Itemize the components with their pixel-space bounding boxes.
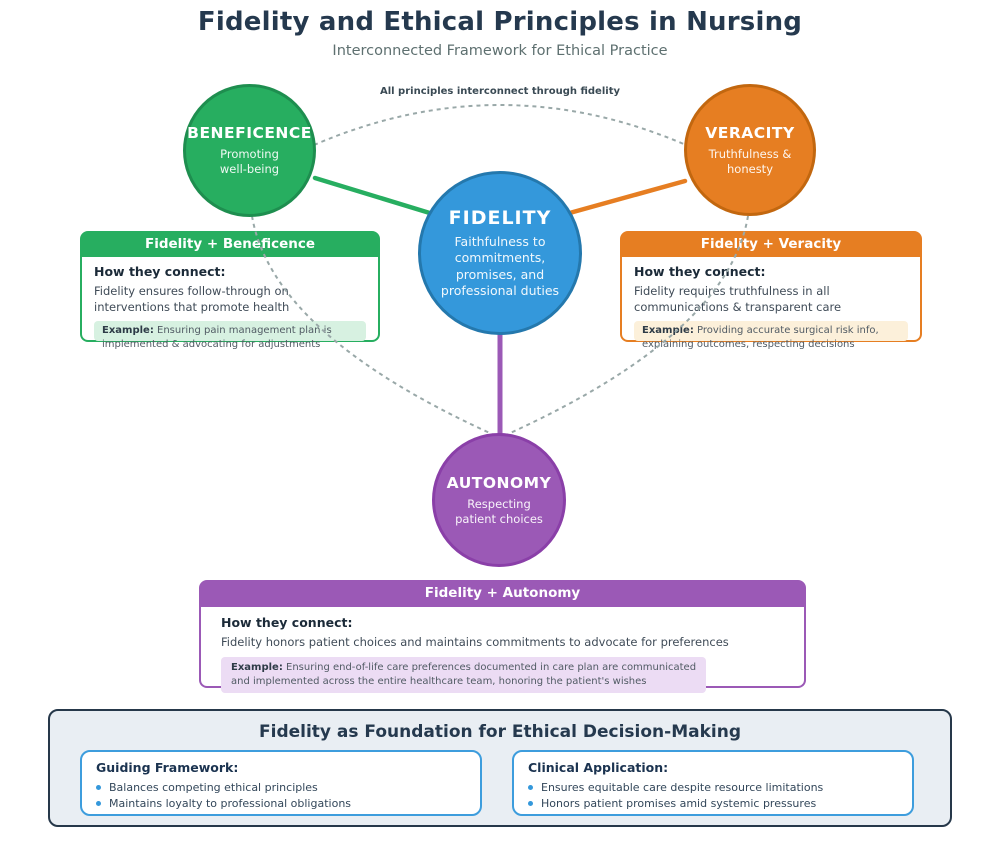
bullet-text: Honors patient promises amid systemic pr… [541, 797, 817, 810]
veracity-connection-box: Fidelity + Veracity How they connect: Fi… [620, 231, 922, 350]
list-item: Ensures equitable care despite resource … [528, 781, 898, 794]
beneficence-example-pill: Example: Ensuring pain management plan i… [94, 321, 366, 350]
beneficence-desc: Promoting well-being [219, 147, 280, 176]
list-item: Maintains loyalty to professional obliga… [96, 797, 466, 810]
beneficence-label: BENEFICENCE [187, 124, 312, 143]
autonomy-circle: AUTONOMY Respecting patient choices [432, 433, 566, 567]
example-text: Ensuring end-of-life care preferences do… [231, 661, 697, 687]
veracity-box-title: Fidelity + Veracity [620, 231, 922, 257]
guiding-framework-heading: Guiding Framework: [96, 760, 239, 775]
veracity-box-body: How they connect: Fidelity requires trut… [620, 257, 922, 350]
how-they-connect-label: How they connect: [221, 615, 353, 630]
autonomy-example-pill: Example: Ensuring end-of-life care prefe… [221, 656, 707, 693]
autonomy-label: AUTONOMY [446, 473, 552, 492]
bullet-text: Balances competing ethical principles [109, 781, 318, 794]
bullet-icon [96, 785, 101, 790]
beneficence-fidelity-link [312, 175, 436, 217]
example-label: Example: [642, 325, 694, 337]
veracity-example-pill: Example: Providing accurate surgical ris… [634, 321, 908, 350]
example-label: Example: [102, 325, 154, 337]
foundation-panel: Fidelity as Foundation for Ethical Decis… [48, 709, 952, 827]
guiding-framework-card: Guiding Framework: Balances competing et… [80, 750, 482, 816]
autonomy-box-body: How they connect: Fidelity honors patien… [199, 607, 806, 693]
how-they-connect-text: Fidelity honors patient choices and main… [221, 635, 729, 649]
foundation-title: Fidelity as Foundation for Ethical Decis… [259, 722, 741, 742]
clinical-application-card: Clinical Application: Ensures equitable … [512, 750, 914, 816]
how-they-connect-text: Fidelity requires truthfulness in all co… [634, 284, 842, 314]
bullet-icon [528, 785, 533, 790]
veracity-label: VERACITY [705, 123, 795, 142]
bullet-icon [96, 801, 101, 806]
bullet-text: Maintains loyalty to professional obliga… [109, 797, 352, 810]
autonomy-desc: Respecting patient choices [455, 496, 543, 526]
beneficence-connection-box: Fidelity + Beneficence How they connect:… [80, 231, 380, 350]
bullet-icon [528, 801, 533, 806]
autonomy-connection-box: Fidelity + Autonomy How they connect: Fi… [199, 580, 806, 693]
veracity-circle: VERACITY Truthfulness & honesty [684, 84, 816, 216]
bullet-text: Ensures equitable care despite resource … [541, 781, 824, 794]
fidelity-label: FIDELITY [448, 207, 552, 229]
example-label: Example: [231, 661, 283, 673]
list-item: Honors patient promises amid systemic pr… [528, 797, 898, 810]
interconnect-note: All principles interconnect through fide… [379, 86, 620, 97]
fidelity-circle: FIDELITY Faithfulness to commitments, pr… [418, 171, 582, 335]
veracity-fidelity-link [563, 178, 688, 217]
page-title: Fidelity and Ethical Principles in Nursi… [197, 7, 803, 37]
how-they-connect-text: Fidelity ensures follow-through on inter… [94, 284, 290, 314]
beneficence-box-body: How they connect: Fidelity ensures follo… [80, 257, 380, 350]
clinical-application-heading: Clinical Application: [528, 760, 669, 775]
veracity-desc: Truthfulness & honesty [708, 146, 792, 176]
how-they-connect-label: How they connect: [634, 264, 766, 279]
fidelity-desc: Faithfulness to commitments, promises, a… [440, 234, 560, 298]
beneficence-circle: BENEFICENCE Promoting well-being [183, 84, 316, 217]
how-they-connect-label: How they connect: [94, 264, 226, 279]
beneficence-veracity-arc [313, 104, 687, 146]
autonomy-box-title: Fidelity + Autonomy [199, 580, 806, 607]
list-item: Balances competing ethical principles [96, 781, 466, 794]
page-subtitle: Interconnected Framework for Ethical Pra… [332, 43, 668, 59]
beneficence-box-title: Fidelity + Beneficence [80, 231, 380, 257]
